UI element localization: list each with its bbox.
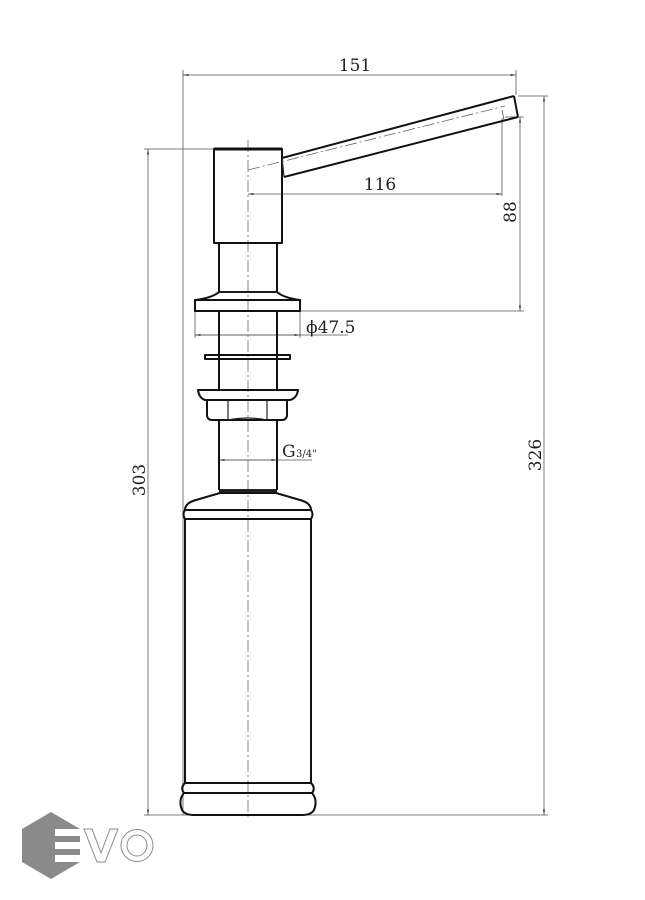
dimension-151: 151 bbox=[182, 56, 517, 815]
dimension-303-label: 303 bbox=[130, 464, 150, 496]
spout bbox=[247, 95, 519, 178]
evo-logo bbox=[22, 812, 154, 879]
dimension-diameter: ϕ47.5 bbox=[194, 311, 355, 338]
dimension-thread: G 3/4" bbox=[219, 442, 317, 462]
dimension-88-label: 88 bbox=[501, 201, 521, 223]
dimension-88: 88 bbox=[300, 116, 524, 312]
dimension-thread-size: 3/4" bbox=[296, 449, 317, 460]
dimension-326: 326 bbox=[144, 95, 548, 816]
bottle bbox=[179, 492, 317, 816]
dimension-151-label: 151 bbox=[339, 56, 371, 76]
dimension-326-label: 326 bbox=[526, 439, 546, 471]
dimension-116-label: 116 bbox=[364, 175, 396, 195]
dimension-diameter-label: ϕ47.5 bbox=[306, 318, 355, 338]
dimension-303: 303 bbox=[130, 148, 214, 815]
threaded-rod bbox=[197, 311, 299, 493]
pump-head bbox=[213, 147, 283, 244]
dimension-thread-label: G bbox=[282, 442, 296, 462]
neck-flange bbox=[194, 243, 301, 312]
dimension-116: 116 bbox=[248, 118, 503, 196]
